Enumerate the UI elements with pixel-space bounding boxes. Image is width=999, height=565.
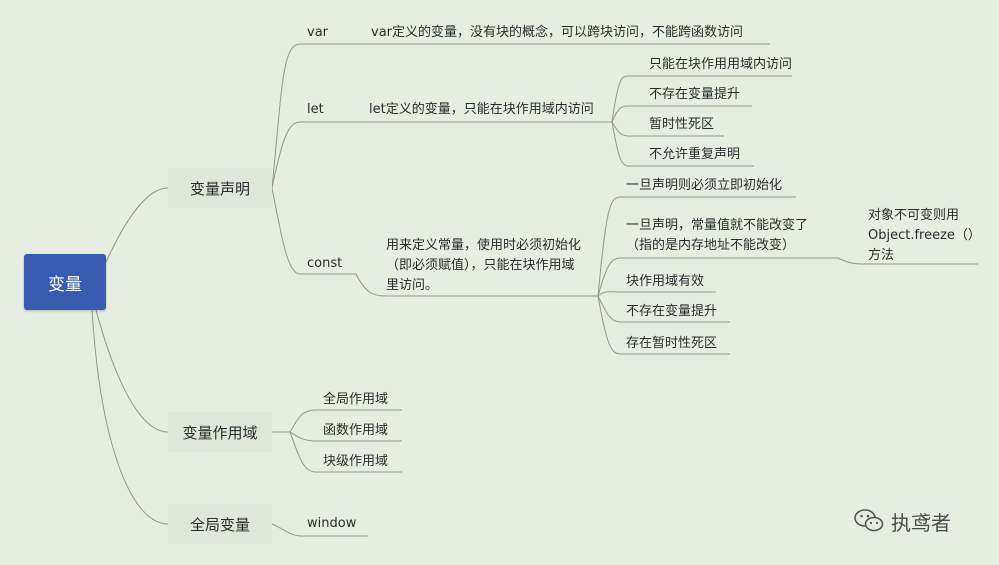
let-child: 不允许重复声明 bbox=[649, 147, 741, 162]
edge-const-c4 bbox=[597, 295, 730, 323]
edge-scope-c1 bbox=[289, 409, 402, 433]
edge-decl-var bbox=[271, 43, 770, 189]
edge-scope-c3 bbox=[289, 431, 402, 473]
var-desc: var定义的变量，没有块的概念，可以跨块访问，不能跨函数访问 bbox=[371, 25, 744, 40]
let-key: let bbox=[307, 102, 324, 117]
watermark-text: 执鸢者 bbox=[891, 510, 951, 535]
edge-root-scope bbox=[95, 309, 169, 433]
edge-scope-c2 bbox=[289, 431, 402, 442]
let-child: 只能在块作用用域内访问 bbox=[649, 57, 793, 72]
edge-decl-let bbox=[271, 121, 612, 189]
scope-child: 函数作用域 bbox=[323, 423, 389, 438]
edge-global-window bbox=[271, 523, 368, 537]
const-child: 一旦声明则必须立即初始化 bbox=[626, 178, 783, 193]
root-node: 变量 bbox=[24, 254, 106, 310]
const-freeze-note: 对象不可变则用Object.freeze（）方法 bbox=[868, 208, 975, 263]
const-desc: 用来定义常量，使用时必须初始化（即必须赋值），只能在块作用域里访问。 bbox=[386, 238, 582, 293]
edge-const-c2 bbox=[597, 257, 838, 297]
scope-child: 全局作用域 bbox=[323, 392, 389, 407]
const-child: 不存在变量提升 bbox=[626, 304, 718, 319]
branch-scope: 变量作用域 bbox=[168, 412, 272, 452]
edge-decl-const bbox=[271, 187, 356, 275]
edge-const-desc bbox=[355, 273, 598, 297]
edge-let-c4 bbox=[611, 121, 754, 167]
const-child: 存在暂时性死区 bbox=[626, 336, 718, 351]
let-desc: let定义的变量，只能在块作用域内访问 bbox=[369, 102, 594, 117]
wechat-icon bbox=[854, 509, 884, 532]
const-key: const bbox=[307, 256, 343, 271]
edge-let-c3 bbox=[611, 121, 724, 137]
global-child: window bbox=[307, 516, 357, 531]
let-child: 暂时性死区 bbox=[649, 117, 715, 132]
edge-root-declaration bbox=[105, 187, 169, 263]
edge-const-c5 bbox=[597, 295, 730, 355]
const-child: 块作用域有效 bbox=[626, 274, 705, 289]
watermark: 执鸢者 bbox=[853, 506, 951, 536]
edge-const-c1 bbox=[597, 196, 796, 297]
edge-root-global bbox=[91, 309, 169, 525]
var-key: var bbox=[307, 25, 329, 40]
let-child: 不存在变量提升 bbox=[649, 87, 741, 102]
scope-child: 块级作用域 bbox=[323, 454, 389, 469]
edge-const-c3 bbox=[597, 291, 716, 297]
edge-let-c2 bbox=[611, 105, 752, 123]
const-child: 一旦声明，常量值就不能改变了（指的是内存地址不能改变） bbox=[626, 218, 809, 253]
edge-let-c1 bbox=[611, 75, 792, 123]
edge-c2-freeze bbox=[837, 257, 978, 265]
branch-declaration: 变量声明 bbox=[168, 168, 272, 208]
branch-global: 全局变量 bbox=[168, 504, 272, 544]
